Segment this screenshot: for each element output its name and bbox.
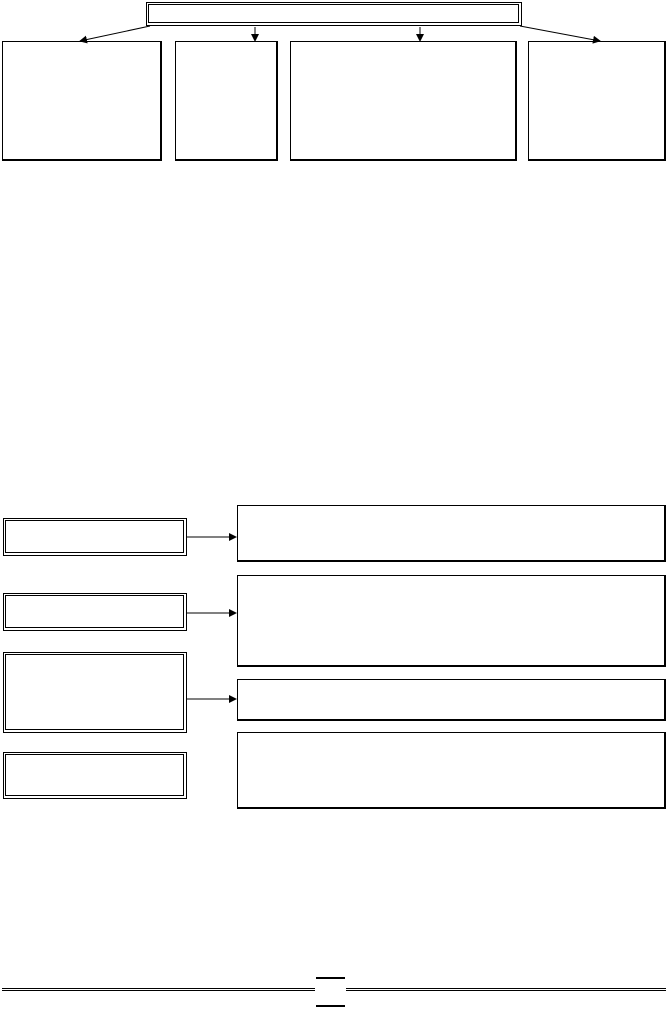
arrow-root-to-child-4 <box>519 25 601 44</box>
left-box-1 <box>3 518 187 556</box>
arrow-root-to-child-1 <box>79 25 151 44</box>
right-box-3 <box>237 679 666 721</box>
right-box-1 <box>237 505 666 562</box>
child-node-4 <box>528 41 666 161</box>
child-node-1 <box>2 41 162 161</box>
root-node <box>146 2 522 26</box>
child-node-2 <box>175 41 278 161</box>
right-box-2 <box>237 575 666 667</box>
right-box-4 <box>237 732 666 809</box>
child-node-3 <box>290 41 517 161</box>
left-box-4 <box>3 752 187 799</box>
footer-rule-right <box>346 988 666 991</box>
left-box-3 <box>3 652 187 733</box>
page-number-frame <box>316 977 345 1007</box>
left-box-2 <box>3 593 187 631</box>
footer-rule-left <box>2 988 315 991</box>
